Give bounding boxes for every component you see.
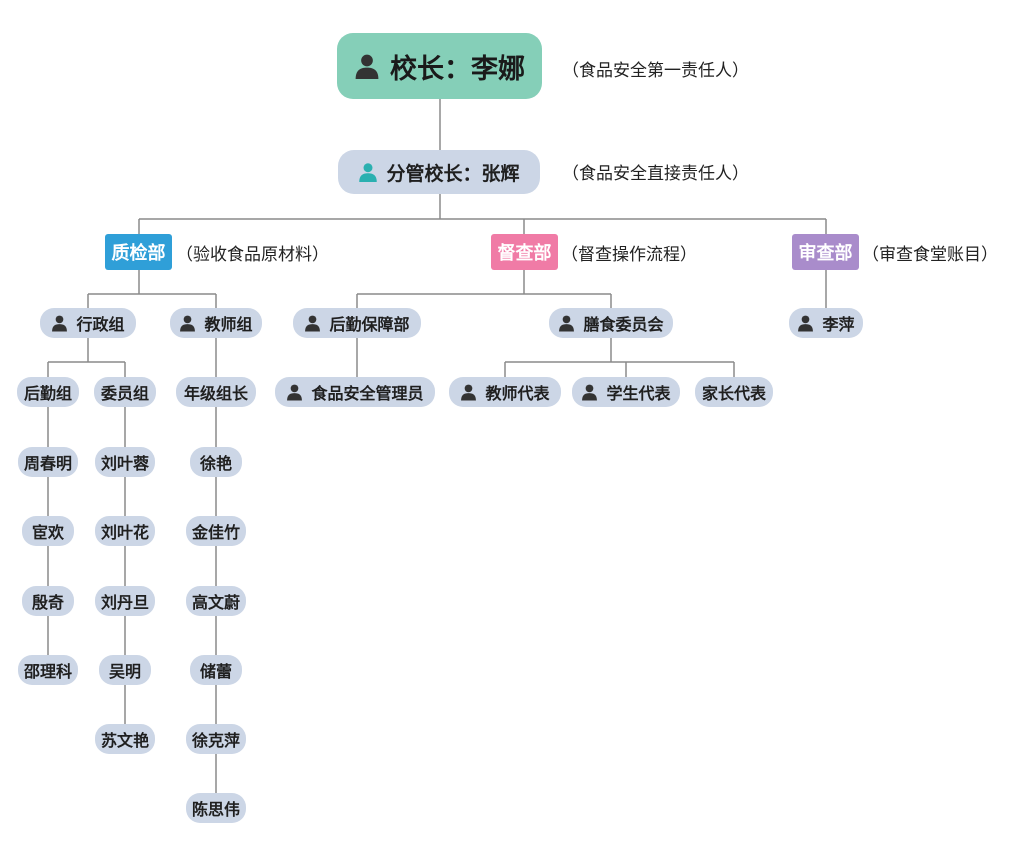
principal-note: （食品安全第一责任人） [562,61,749,81]
group-teacher-rep: 教师代表 [449,377,561,407]
member-logistics: 周春明 [18,447,78,477]
vice-principal-title: 分管校长：张辉 [386,162,520,185]
person-icon [179,314,196,332]
dept-supervise: 督查部 [491,234,558,270]
group-parent-rep: 家长代表 [695,377,773,407]
group-teacher-label: 教师组 [204,315,253,334]
member-li-ping: 李萍 [789,308,863,338]
group-logistics-label: 后勤组 [23,384,72,403]
member-grade: 徐艳 [190,447,242,477]
person-icon [354,52,380,80]
member-committee: 刘叶蓉 [95,447,155,477]
group-teacher-rep-label: 教师代表 [485,384,550,403]
member-grade: 徐克萍 [186,724,246,754]
group-parent-rep-label: 家长代表 [701,384,766,403]
group-student-rep: 学生代表 [572,377,680,407]
member-committee: 刘丹旦 [95,586,155,616]
group-food-safety-admin: 食品安全管理员 [275,377,435,407]
dept-quality: 质检部 [105,234,172,270]
member-committee: 苏文艳 [95,724,155,754]
group-logistics-dept-label: 后勤保障部 [329,315,410,334]
group-committee: 委员组 [94,377,156,407]
group-logistics: 后勤组 [17,377,79,407]
person-icon [460,383,477,401]
group-admin: 行政组 [40,308,136,338]
dept-audit: 审查部 [792,234,859,270]
group-food-safety-admin-label: 食品安全管理员 [311,384,424,403]
group-meal-committee: 膳食委员会 [549,308,673,338]
member-logistics: 殷奇 [22,586,74,616]
member-grade: 金佳竹 [186,516,246,546]
person-icon [797,314,814,332]
person-icon [304,314,321,332]
group-logistics-dept: 后勤保障部 [293,308,421,338]
member-committee: 吴明 [99,655,151,685]
dept-quality-note: （验收食品原材料） [176,245,329,265]
group-meal-committee-label: 膳食委员会 [583,315,664,334]
dept-audit-label: 审查部 [798,243,853,264]
member-committee: 刘叶花 [95,516,155,546]
dept-audit-note: （审查食堂账目） [862,245,998,265]
person-icon [558,314,575,332]
group-admin-label: 行政组 [76,315,125,334]
member-li-ping-label: 李萍 [822,315,855,334]
member-logistics: 邵理科 [18,655,78,685]
principal-title: 校长：李娜 [390,53,525,85]
dept-supervise-note: （督查操作流程） [561,245,697,265]
member-grade: 储蕾 [190,655,242,685]
member-grade: 高文蔚 [186,586,246,616]
person-icon [286,383,303,401]
person-icon [581,383,598,401]
vice-principal-note: （食品安全直接责任人） [562,164,749,184]
group-grade-head-label: 年级组长 [183,384,248,403]
principal-node: 校长：李娜 [337,33,542,99]
member-logistics: 宦欢 [22,516,74,546]
person-icon [358,161,378,183]
vice-principal-node: 分管校长：张辉 [338,150,540,194]
member-grade: 陈思伟 [186,793,246,823]
dept-quality-label: 质检部 [111,243,166,264]
group-grade-head: 年级组长 [176,377,256,407]
group-student-rep-label: 学生代表 [606,384,671,403]
group-committee-label: 委员组 [100,384,149,403]
dept-supervise-label: 督查部 [497,243,552,264]
person-icon [51,314,68,332]
group-teacher: 教师组 [170,308,262,338]
